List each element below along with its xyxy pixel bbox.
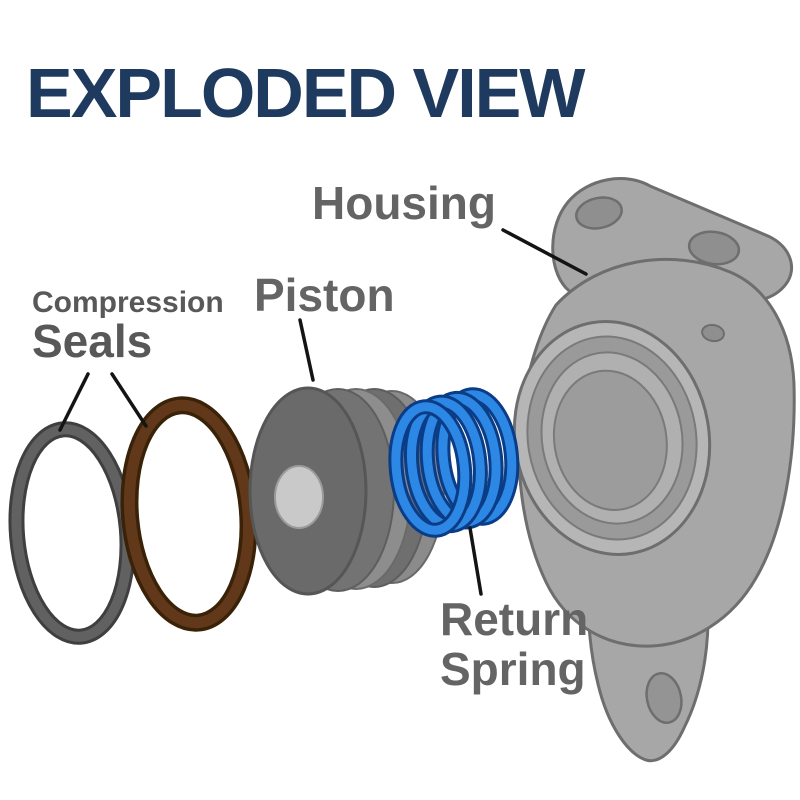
leader-line-housing [501, 228, 588, 276]
housing-arm-hole-left [575, 196, 623, 230]
label-return-spring-line1: Return [440, 593, 589, 645]
leader-lines [58, 228, 588, 596]
compression-seal-brown [120, 396, 258, 632]
leader-line-piston [298, 318, 315, 382]
leader-line-seal-gray [58, 372, 90, 432]
housing-arm-hole-right [687, 230, 741, 266]
piston-face-highlight [274, 465, 324, 529]
return-spring-part [388, 387, 520, 538]
housing-side-hole [701, 323, 725, 343]
page-title: EXPLODED VIEW [26, 54, 585, 132]
leader-line-seal-brown [110, 372, 148, 428]
housing-foot-hole [645, 672, 683, 724]
compression-seal-gray [8, 421, 136, 645]
label-compression-seals-line1: Compression [32, 286, 224, 319]
label-piston: Piston [254, 269, 395, 321]
label-compression-seals-line2: Seals [32, 315, 153, 367]
leader-line-spring [468, 526, 483, 596]
label-housing: Housing [312, 177, 496, 229]
housing-bore [512, 320, 712, 556]
label-return-spring-line2: Spring [440, 643, 586, 695]
housing-part [512, 177, 796, 763]
